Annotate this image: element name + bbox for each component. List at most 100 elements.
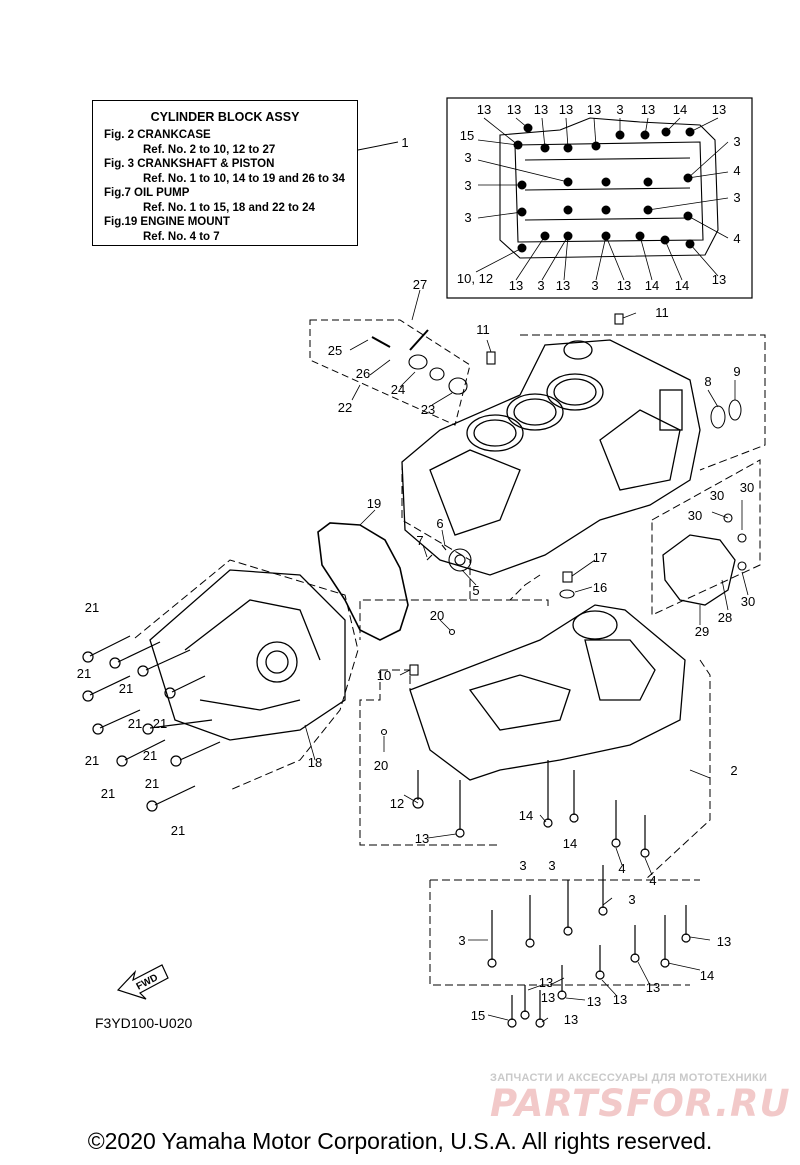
callout-8: 8: [704, 374, 711, 389]
copyright-footer: ©2020 Yamaha Motor Corporation, U.S.A. A…: [87, 1128, 713, 1154]
callout-14: 14: [700, 968, 714, 983]
callout-30: 30: [710, 488, 724, 503]
callout-21: 21: [77, 666, 91, 681]
callout-7: 7: [416, 533, 423, 548]
callout-13: 13: [717, 934, 731, 949]
callout-4: 4: [733, 231, 740, 246]
callout-4: 4: [733, 163, 740, 178]
callout-4: 4: [618, 861, 625, 876]
callout-24: 24: [391, 382, 405, 397]
callout-9: 9: [733, 364, 740, 379]
legend-line: Fig.7 OIL PUMP: [104, 187, 190, 199]
legend-line: Ref. No. 1 to 15, 18 and 22 to 24: [143, 202, 315, 214]
callout-21: 21: [153, 716, 167, 731]
callout-15: 15: [471, 1008, 485, 1023]
callout-3: 3: [616, 102, 623, 117]
callout-13: 13: [617, 278, 631, 293]
callout-30: 30: [688, 508, 702, 523]
callout-21: 21: [143, 748, 157, 763]
callout-21: 21: [85, 600, 99, 615]
callout-16: 16: [593, 580, 607, 595]
callout-30: 30: [740, 480, 754, 495]
callout-5: 5: [472, 583, 479, 598]
callout-10: 10: [377, 668, 391, 683]
callout-20: 20: [430, 608, 444, 623]
callout-25: 25: [328, 343, 342, 358]
callout-13: 13: [587, 102, 601, 117]
callout-13: 13: [534, 102, 548, 117]
callout-2: 2: [730, 763, 737, 778]
callout-14: 14: [519, 808, 533, 823]
crankcase-lower: [409, 604, 686, 781]
callout-11: 11: [655, 305, 669, 320]
callout-20: 20: [374, 758, 388, 773]
callout-3: 3: [591, 278, 598, 293]
callout-13: 13: [641, 102, 655, 117]
bolts-lower: [371, 329, 691, 1028]
legend-line: Ref. No. 1 to 10, 14 to 19 and 26 to 34: [143, 173, 345, 185]
diagram-code: F3YD100-U020: [95, 1015, 193, 1031]
callout-3: 3: [458, 933, 465, 948]
callout-13: 13: [541, 990, 555, 1005]
callout-1: 1: [401, 135, 408, 150]
callout-21: 21: [128, 716, 142, 731]
callout-22: 22: [338, 400, 352, 415]
gasket-19: [317, 522, 409, 641]
callout-3: 3: [519, 858, 526, 873]
callout-3: 3: [733, 134, 740, 149]
callout-21: 21: [119, 681, 133, 696]
callout-13: 13: [507, 102, 521, 117]
callout-14: 14: [563, 836, 577, 851]
callout-21: 21: [171, 823, 185, 838]
oil-pump-cover-29: [662, 534, 736, 606]
legend-line: Ref. No. 4 to 7: [143, 231, 220, 243]
watermark-tagline: ЗАПЧАСТИ И АКСЕССУАРЫ ДЛЯ МОТОТЕХНИКИ: [490, 1072, 768, 1084]
legend-line: Ref. No. 2 to 10, 12 to 27: [143, 144, 276, 156]
callout-21: 21: [145, 776, 159, 791]
callout-13: 13: [712, 272, 726, 287]
callout-21: 21: [85, 753, 99, 768]
callout-3: 3: [548, 858, 555, 873]
callout-13: 13: [587, 994, 601, 1009]
small-parts: [380, 313, 747, 736]
fwd-arrow-icon: [116, 964, 169, 1000]
callout-3: 3: [628, 892, 635, 907]
legend-title: CYLINDER BLOCK ASSY: [150, 110, 300, 124]
callout-27: 27: [413, 277, 427, 292]
callout-17: 17: [593, 550, 607, 565]
legend-line: Fig.19 ENGINE MOUNT: [104, 216, 230, 228]
callout-3: 3: [733, 190, 740, 205]
callout-19: 19: [367, 496, 381, 511]
callout-13: 13: [539, 975, 553, 990]
callout-21: 21: [101, 786, 115, 801]
callout-3: 3: [464, 150, 471, 165]
callout-14: 14: [645, 278, 659, 293]
callout-18: 18: [308, 755, 322, 770]
callout-13: 13: [646, 980, 660, 995]
callout-13: 13: [613, 992, 627, 1007]
callout-29: 29: [695, 624, 709, 639]
legend-line: Fig. 3 CRANKSHAFT & PISTON: [104, 158, 275, 170]
legend-line: Fig. 2 CRANKCASE: [104, 129, 211, 141]
callout-3: 3: [464, 178, 471, 193]
callout-13: 13: [559, 102, 573, 117]
watermark-brand-logo: PARTSFOR.RU: [490, 1082, 791, 1125]
callout-30: 30: [741, 594, 755, 609]
callout-4: 4: [649, 873, 656, 888]
callout-3: 3: [537, 278, 544, 293]
callout-13: 13: [712, 102, 726, 117]
callout-28: 28: [718, 610, 732, 625]
callout-23: 23: [421, 402, 435, 417]
inset-leader-lines: [475, 117, 729, 281]
crankcase-side-cover: [149, 569, 346, 741]
callout-15: 15: [460, 128, 474, 143]
ring-9: [728, 399, 742, 421]
callout-10-12: 10, 12: [457, 271, 493, 286]
callout-6: 6: [436, 516, 443, 531]
callout-11: 11: [476, 322, 490, 337]
inset-bolt-holes: [513, 123, 695, 253]
inset-bolt-pattern-box: [446, 97, 753, 299]
inset-crankcase-outline: [499, 117, 719, 259]
callout-13: 13: [509, 278, 523, 293]
callout-13: 13: [415, 831, 429, 846]
